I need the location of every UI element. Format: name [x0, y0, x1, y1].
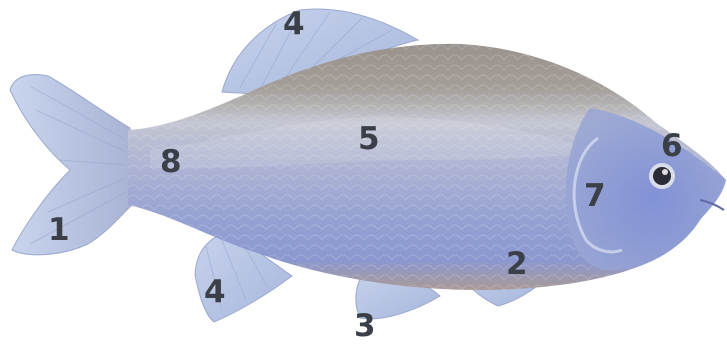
label-gill-cover: 7 [584, 178, 606, 214]
label-dorsal-fin: 4 [283, 6, 305, 42]
tail-fin [10, 75, 132, 255]
fish-eye [649, 163, 675, 189]
label-lower-fin: 4 [204, 274, 226, 310]
label-pelvic-fin-area: 2 [506, 246, 528, 282]
label-tail-fin: 1 [48, 212, 70, 248]
label-eye: 6 [661, 128, 683, 164]
label-body-scales: 5 [358, 121, 380, 157]
label-caudal-peduncle: 8 [160, 144, 182, 180]
label-anal-fin: 3 [354, 308, 376, 344]
